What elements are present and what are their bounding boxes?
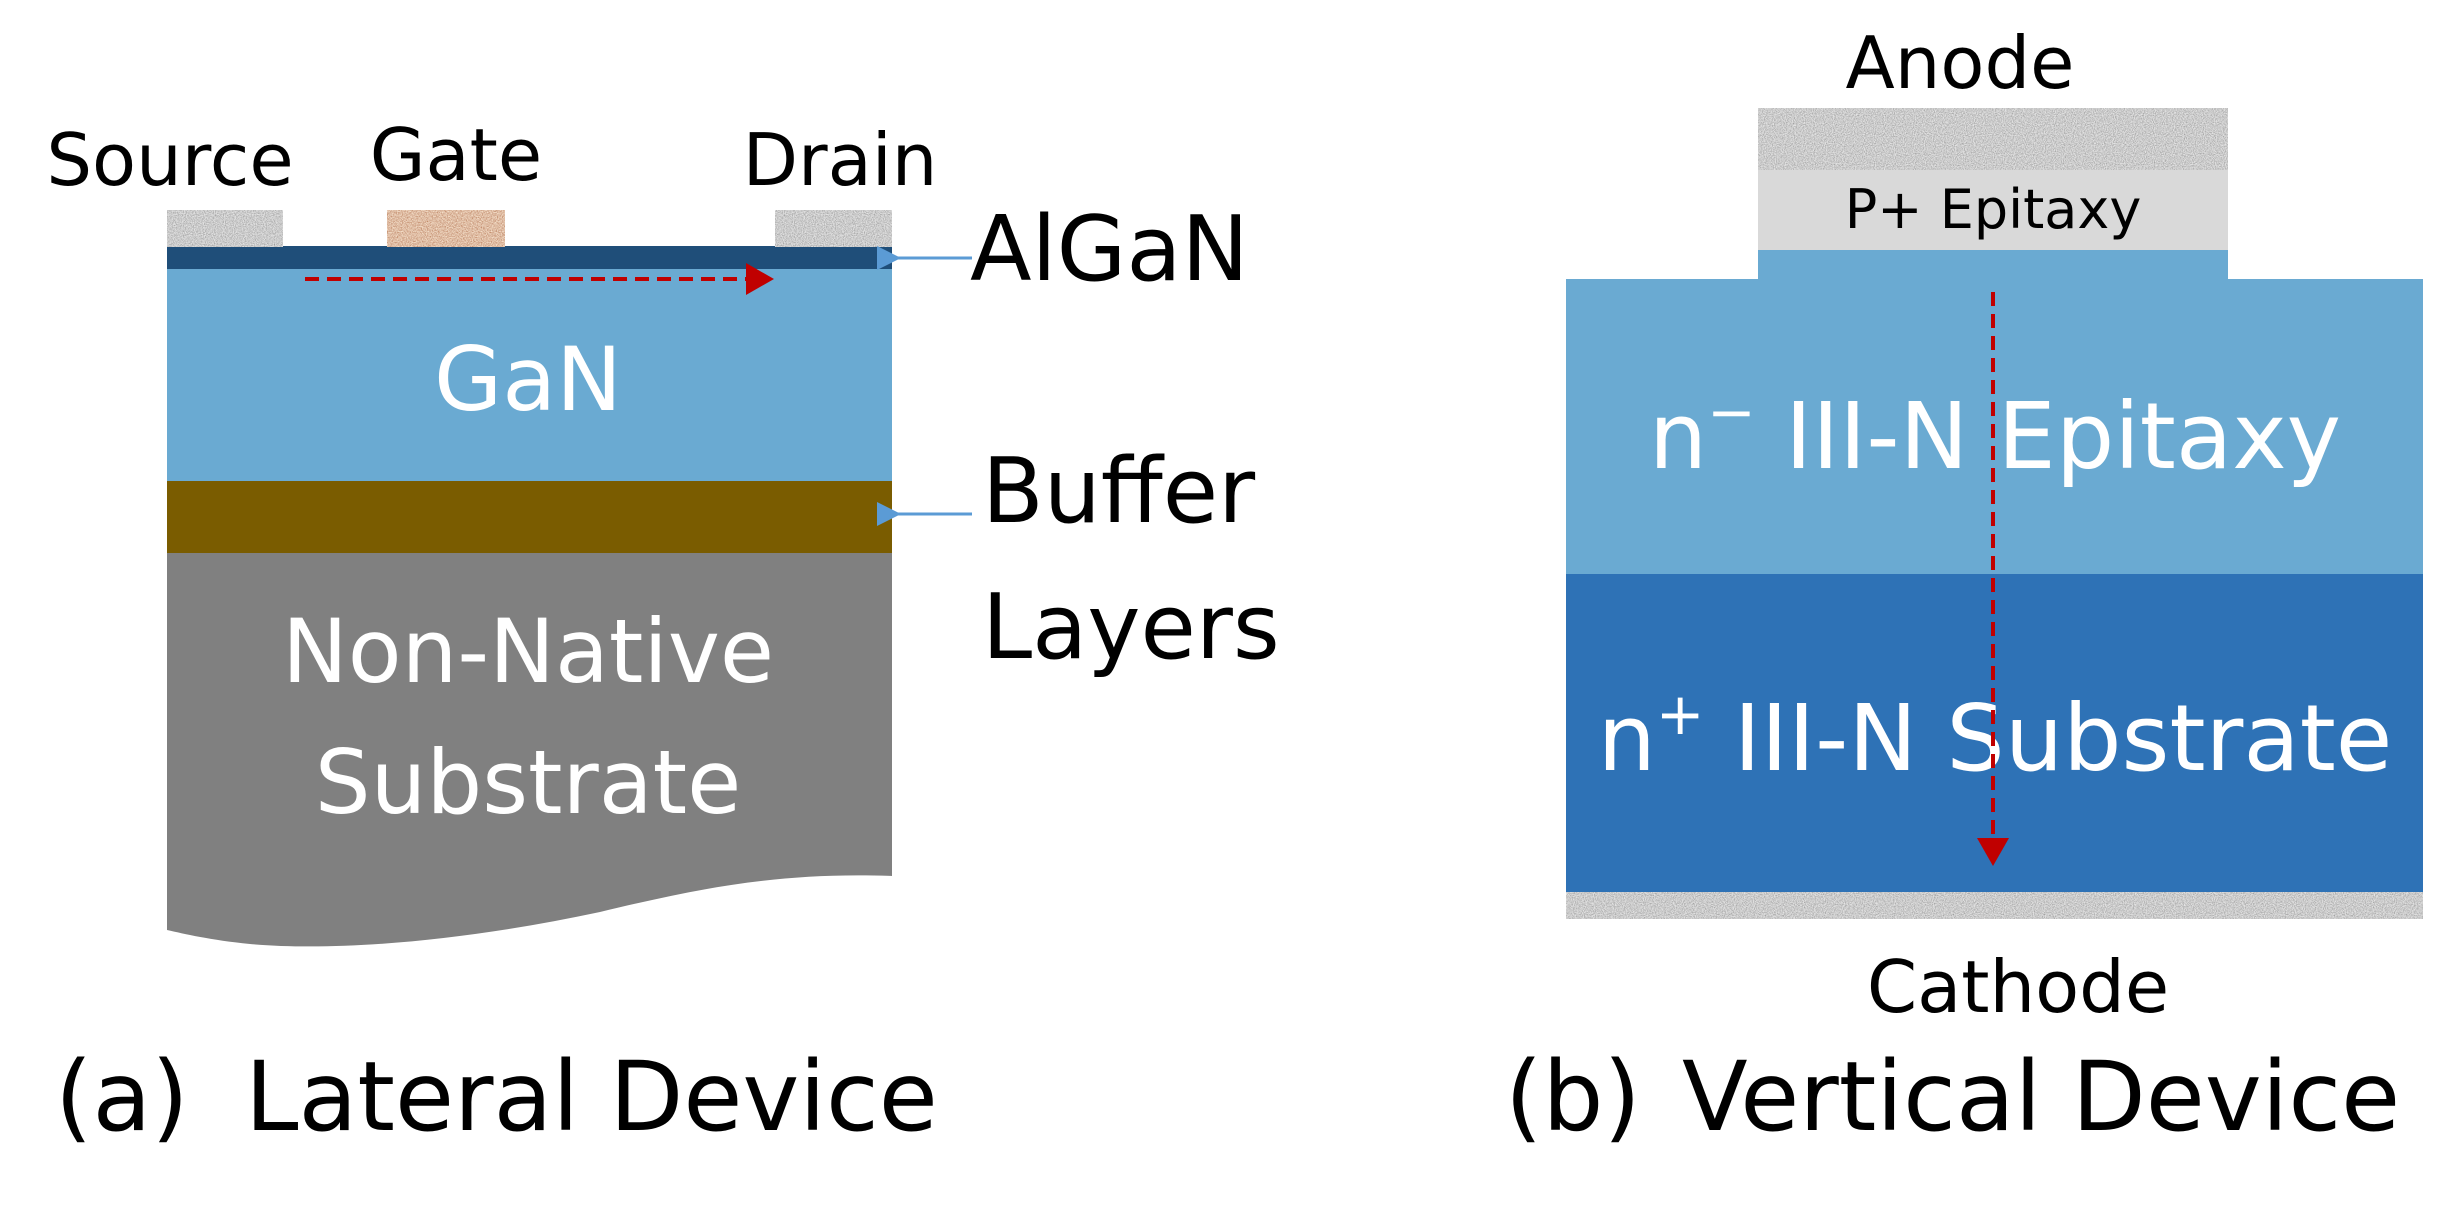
n-epitaxy-mesa: [1758, 250, 2228, 280]
anode-label: Anode: [1846, 21, 2075, 105]
lateral-device: Source Gate Drain GaN Non-Native Substra…: [46, 113, 1279, 1153]
lateral-buffer-layer: [167, 481, 892, 553]
anode-contact: [1758, 108, 2228, 170]
vertical-caption-text: Vertical Device: [1682, 1041, 2400, 1153]
n-substrate-text: III-N Substrate: [1705, 685, 2393, 792]
n-epitaxy-label: n− III-N Epitaxy: [1649, 378, 2341, 490]
substrate-label-line1: Non-Native: [282, 600, 774, 703]
n-epitaxy-superscript: −: [1707, 378, 1756, 446]
cathode-contact: [1566, 892, 2423, 919]
buffer-label-line2: Layers: [982, 575, 1280, 680]
drain-label: Drain: [743, 118, 938, 202]
cathode-label: Cathode: [1867, 945, 2169, 1029]
n-substrate-superscript: +: [1656, 680, 1705, 748]
buffer-label-line1: Buffer: [982, 439, 1255, 544]
source-contact: [167, 210, 283, 247]
p-epitaxy-label: P+ Epitaxy: [1845, 178, 2142, 241]
gate-label: Gate: [370, 113, 542, 197]
lateral-caption-text: Lateral Device: [245, 1041, 938, 1153]
vertical-caption-letter: (b): [1505, 1041, 1641, 1153]
vertical-device: Anode P+ Epitaxy n− III-N Epitaxy n+ III…: [1505, 21, 2423, 1153]
gate-contact: [387, 210, 505, 247]
lateral-gan-layer: [167, 268, 892, 481]
p-epitaxy-layer: [1758, 170, 2228, 250]
drain-contact: [775, 210, 892, 247]
n-epitaxy-prefix: n: [1649, 383, 1707, 490]
gan-label: GaN: [434, 328, 622, 431]
lateral-caption-letter: (a): [55, 1041, 189, 1153]
source-label: Source: [46, 118, 293, 202]
lateral-algan-layer: [167, 246, 892, 269]
algan-label: AlGaN: [970, 197, 1249, 302]
lateral-substrate-layer: [167, 552, 892, 947]
substrate-label-line2: Substrate: [315, 731, 742, 834]
n-epitaxy-text: III-N Epitaxy: [1756, 383, 2341, 490]
n-substrate-label: n+ III-N Substrate: [1598, 680, 2393, 792]
n-substrate-prefix: n: [1598, 685, 1656, 792]
